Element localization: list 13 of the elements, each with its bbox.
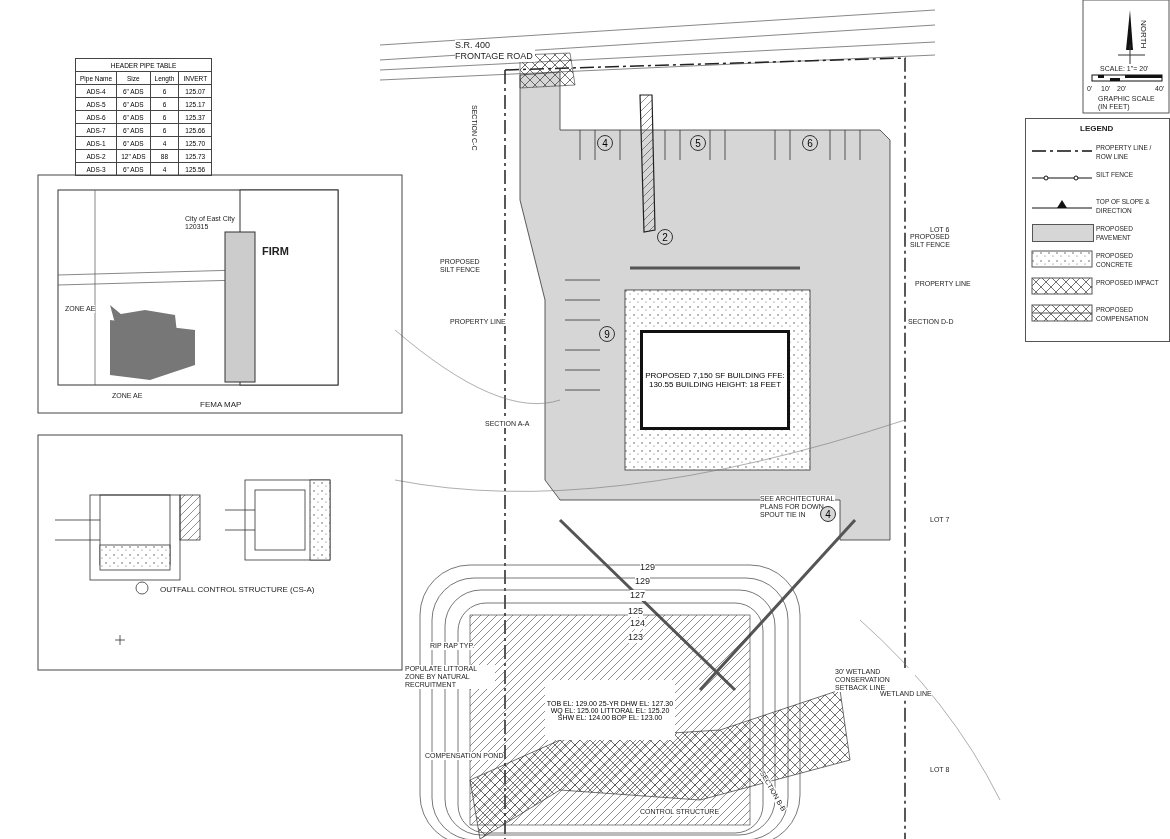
- contour-elevation: 129: [635, 576, 651, 587]
- legend-title: LEGEND: [1080, 124, 1114, 134]
- panel-title: FEMA MAP: [200, 400, 242, 410]
- detail-title: OUTFALL CONTROL STRUCTURE (CS-A): [160, 585, 315, 595]
- contour-elevation: 123: [628, 632, 644, 643]
- building-outline: PROPOSED 7,150 SF BUILDING FFE: 130.55 BUILDING HEIGHT: 18 FEET: [640, 330, 790, 430]
- road-name: S.R. 400 FRONTAGE ROAD: [455, 40, 535, 62]
- contour-elevation: 125: [628, 606, 644, 617]
- map-text: FIRM: [262, 245, 289, 258]
- contour-elevation: 129: [640, 562, 656, 573]
- north-label: NORTH: [1138, 20, 1148, 49]
- contour-elevation: 127: [630, 590, 646, 601]
- contour-elevation: 124: [630, 618, 646, 629]
